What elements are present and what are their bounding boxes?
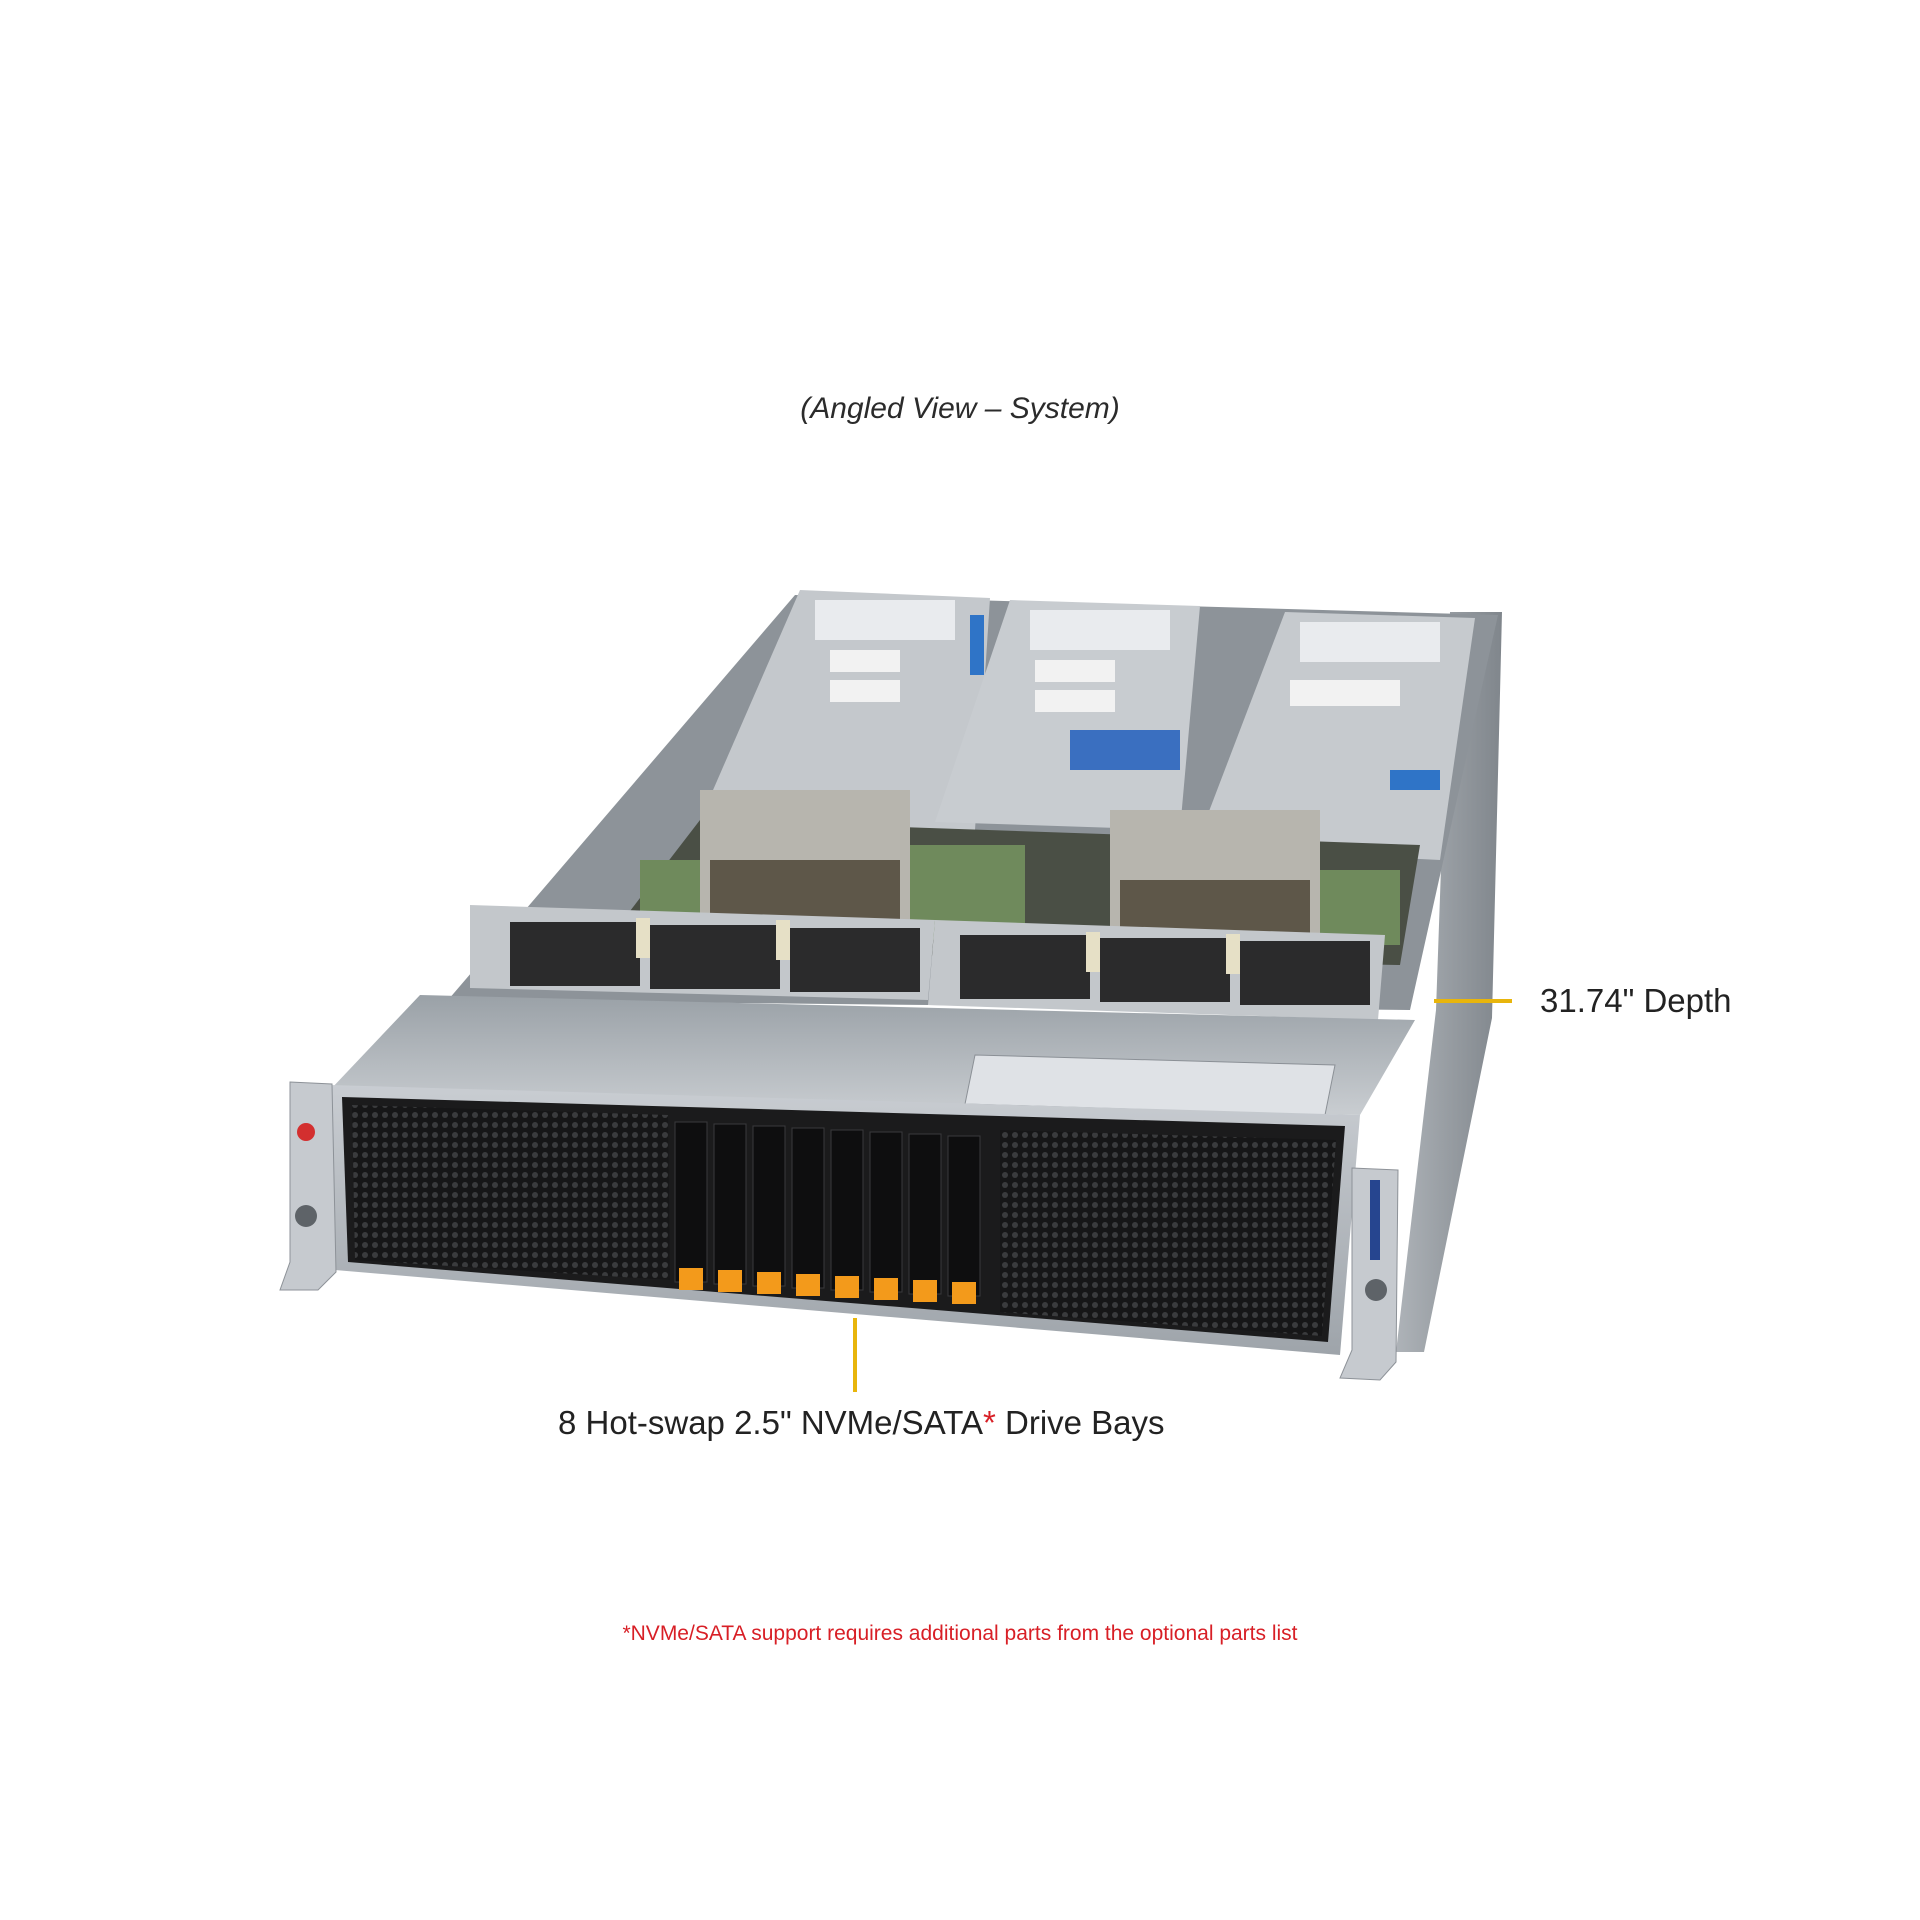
riser-cage-center (935, 600, 1200, 830)
depth-callout-label: 31.74" Depth (1540, 982, 1732, 1019)
front-vent-right (1000, 1130, 1336, 1336)
drive-bay-8 (947, 1135, 981, 1304)
drive-bay-5 (830, 1129, 864, 1298)
cpu-heatsink-left (700, 790, 910, 920)
rack-ear-left (279, 1081, 337, 1291)
front-vent-left (352, 1105, 670, 1280)
drive-bay-3 (752, 1125, 786, 1294)
riser-cage-right (1195, 612, 1475, 860)
riser-cage-left (700, 590, 990, 830)
drive-bays-callout-asterisk: * (982, 1404, 996, 1441)
drive-bay-6 (869, 1131, 903, 1300)
drive-bay-2 (713, 1123, 747, 1292)
drive-bays-callout-label: 8 Hot-swap 2.5" NVMe/SATA* Drive Bays (558, 1404, 1165, 1442)
drive-bays-callout-main: 8 Hot-swap 2.5" NVMe/SATA (558, 1404, 983, 1441)
power-button-icon (297, 1123, 315, 1141)
chassis-side-wall (1396, 612, 1502, 1352)
drive-bay-7 (908, 1133, 942, 1302)
drive-bays (674, 1121, 981, 1304)
supermicro-logo (1370, 1180, 1380, 1260)
drive-bay-1 (674, 1121, 708, 1290)
fan-bank-left (470, 905, 935, 1000)
figure-caption: (Angled View – System) (800, 392, 1120, 425)
fan-bank-right (928, 920, 1385, 1020)
rack-ear-right (1339, 1167, 1399, 1381)
footnote: *NVMe/SATA support requires additional p… (622, 1622, 1298, 1645)
drive-bay-4 (791, 1127, 825, 1296)
cpu-heatsink-right (1110, 810, 1320, 940)
drive-bays-callout-tail: Drive Bays (995, 1404, 1165, 1441)
